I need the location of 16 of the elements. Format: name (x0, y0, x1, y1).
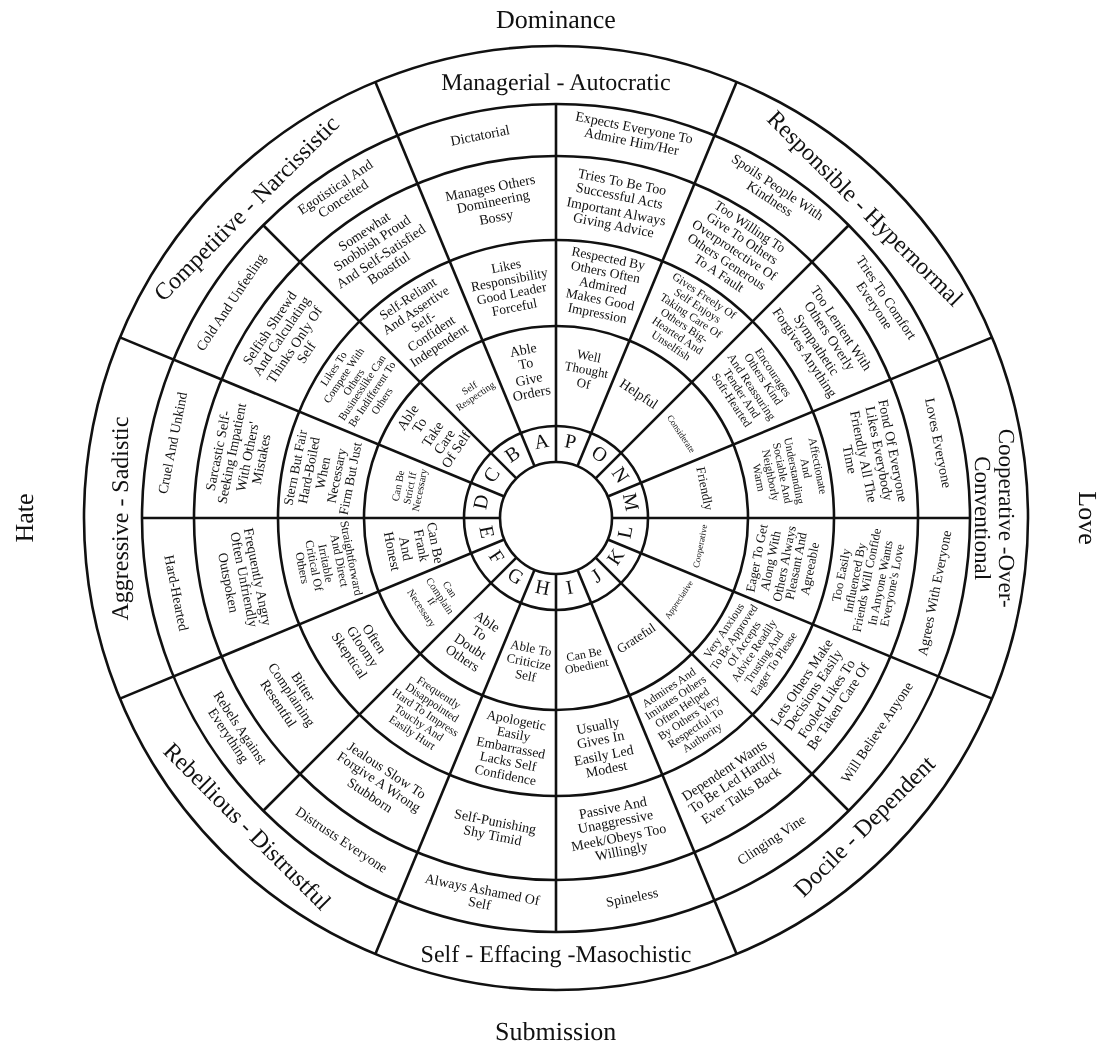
axis-label: Hate (7, 493, 40, 543)
sector-letter: A (527, 432, 556, 458)
axis-label: Submission (495, 1016, 617, 1048)
sector-letter: H (527, 577, 556, 603)
octant-label: Cooperative -Over- Conventional (967, 381, 1017, 655)
sector-letter: M (615, 489, 642, 517)
octant-label: Managerial - Autocratic (419, 69, 693, 95)
axis-label: Dominance (496, 4, 616, 36)
sector-letter: I (556, 577, 585, 603)
octant-label: Aggressive - Sadistic (107, 380, 133, 655)
octant-label: Self - Effacing -Masochistic (419, 941, 693, 967)
sector-letter: L (615, 518, 642, 546)
sector-letter: D (470, 489, 497, 517)
sector-letter: E (470, 518, 497, 546)
sector-letter: P (556, 432, 585, 458)
axis-label: Love (1069, 491, 1102, 545)
